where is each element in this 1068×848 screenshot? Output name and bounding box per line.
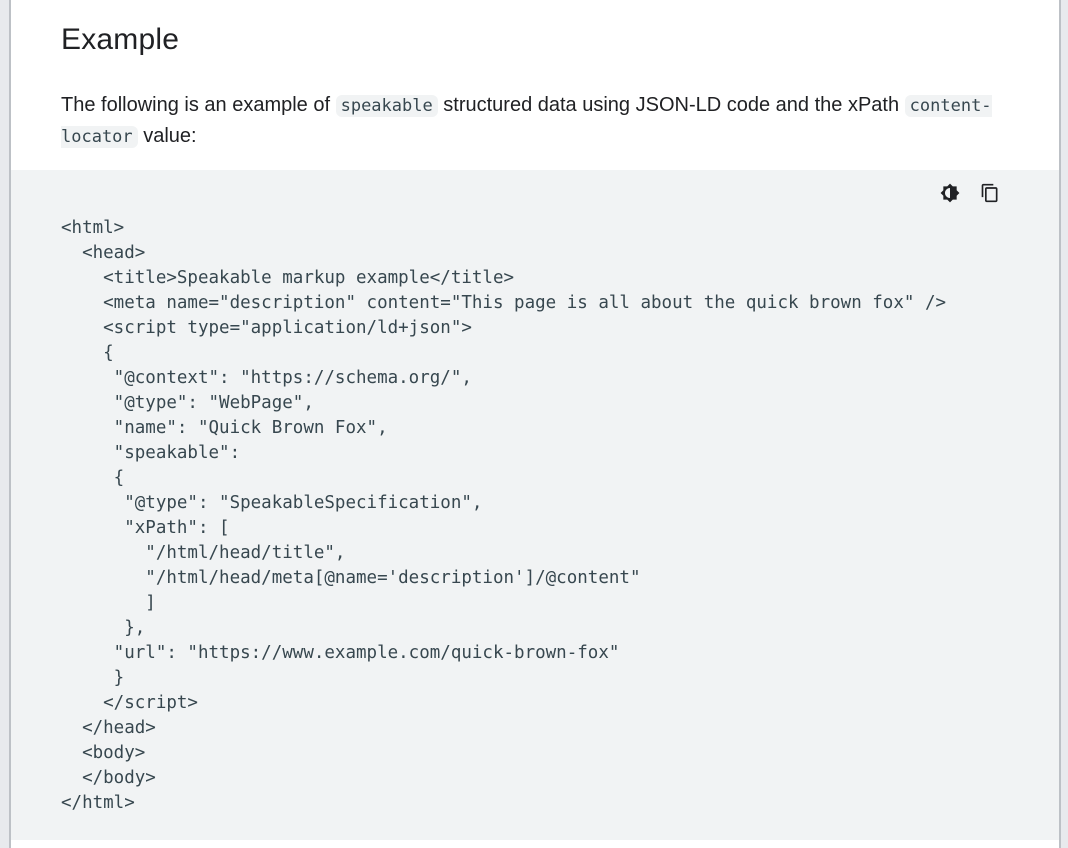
article-content: Example The following is an example of s… xyxy=(11,0,1059,848)
paragraph-text: structured data using JSON-LD code and t… xyxy=(437,94,905,116)
left-page-gutter xyxy=(0,0,11,848)
dark-code-toggle-button[interactable] xyxy=(940,183,960,203)
intro-paragraph: The following is an example of speakable… xyxy=(61,90,1005,152)
content-copy-icon xyxy=(981,183,998,203)
paragraph-text: value: xyxy=(137,125,197,147)
section-heading: Example xyxy=(61,23,180,56)
code-sample[interactable]: <html> <head> <title>Speakable markup ex… xyxy=(61,218,947,813)
copy-code-button[interactable] xyxy=(980,183,1000,203)
right-page-gutter xyxy=(1059,0,1068,848)
code-actions-toolbar xyxy=(940,183,1000,203)
brightness-medium-icon xyxy=(940,183,960,203)
code-sample-block: <html> <head> <title>Speakable markup ex… xyxy=(11,170,1059,840)
paragraph-text: The following is an example of xyxy=(61,94,336,116)
inline-code-speakable: speakable xyxy=(335,95,438,117)
